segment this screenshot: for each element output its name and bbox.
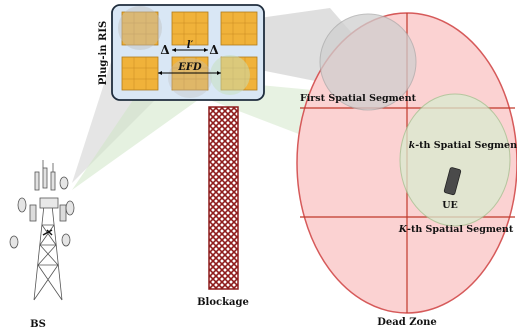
Kth-segment-text: -th Spatial Segment [407,224,514,235]
efd-label: EFD [177,62,202,73]
ris-element [171,11,209,46]
plugin-ris: Δ l′ Δ EFD Plug-in RIS [98,4,265,101]
blockage-label: Blockage [197,297,249,308]
kth-segment-text: -th Spatial Segment [415,140,517,151]
l-prime-label: l′ [187,40,194,51]
bs-label: BS [30,319,46,330]
delta-left-label: Δ [160,43,169,57]
dead-zone [296,12,517,314]
plugin-ris-label: Plug-in RIS [98,21,109,86]
blockage: Blockage [197,106,249,308]
Kth-segment-index: K [398,224,408,235]
kth-segment-spot [399,93,511,227]
kth-segment-label: k-th Spatial Segment [409,140,517,151]
first-segment-label: First Spatial Segment [300,93,417,104]
ris-element [121,56,159,91]
first-segment-spot [319,13,417,111]
ris-focus-spot [118,6,162,50]
ue-label: UE [442,200,458,211]
ris-focus-spot [168,58,212,98]
Kth-segment-label: K-th Spatial Segment [398,224,514,235]
ue-phone-icon [443,167,462,196]
ris-focus-spot [210,55,250,95]
ue-device [443,167,462,196]
ris-element [220,11,258,46]
dead-zone-label: Dead Zone [377,317,437,328]
bs-tower-icon [33,204,63,301]
blockage-wall [208,106,239,290]
kth-segment-index: k [409,140,416,151]
ris-element [121,11,159,46]
beam-bs-to-ris-green [72,75,205,190]
delta-right-label: Δ [209,43,218,57]
base-station [9,160,75,301]
